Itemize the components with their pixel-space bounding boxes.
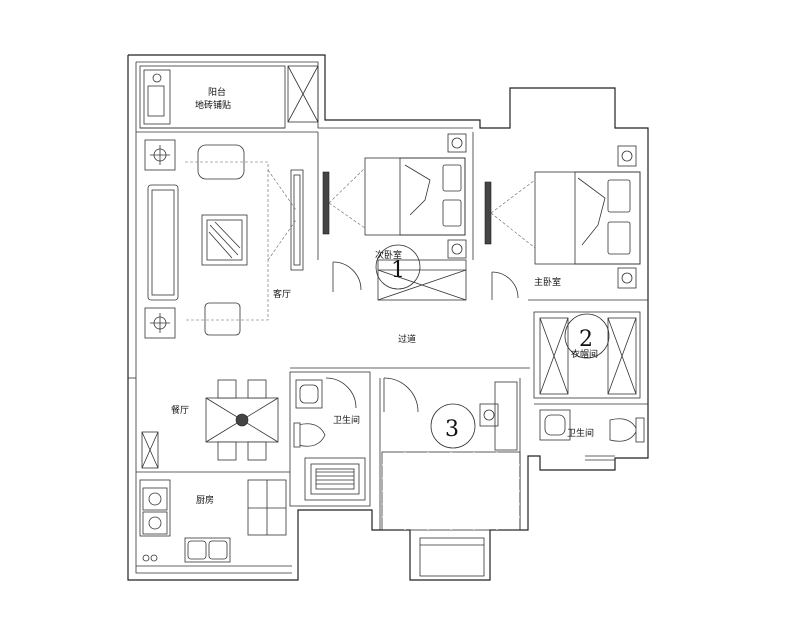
corridor-label: 过道 [398,333,416,345]
living-room: 客厅 [136,131,318,339]
balcony-label: 阳台 [208,86,226,98]
marker-1: 1 [391,258,405,283]
second-bedroom: 1 次卧室 [317,132,474,301]
master-bedroom: 主卧室 [484,145,648,301]
master-bedroom-label: 主卧室 [534,276,561,288]
bathroom-left-label: 卫生间 [333,414,360,426]
balcony: 阳台 地砖铺贴 [139,65,319,129]
living-room-label: 客厅 [273,288,291,300]
closet-label: 衣帽间 [571,348,598,360]
bathroom-right-label: 卫生间 [567,427,594,439]
marker-3: 3 [445,417,459,442]
kitchen: 厨房 [136,479,292,567]
bathroom-right: 卫生间 [534,403,648,461]
corridor: 过道 [290,333,530,369]
balcony-note: 地砖铺贴 [195,99,231,111]
marker-2: 2 [579,327,593,352]
second-bedroom-label: 次卧室 [375,249,402,261]
bathroom-left: 卫生间 [289,371,371,507]
closet: 2 衣帽间 [533,311,641,399]
dining-room: 餐厅 [136,379,290,473]
room-3: 3 [379,377,521,577]
kitchen-label: 厨房 [196,494,214,506]
dining-room-label: 餐厅 [171,404,189,416]
